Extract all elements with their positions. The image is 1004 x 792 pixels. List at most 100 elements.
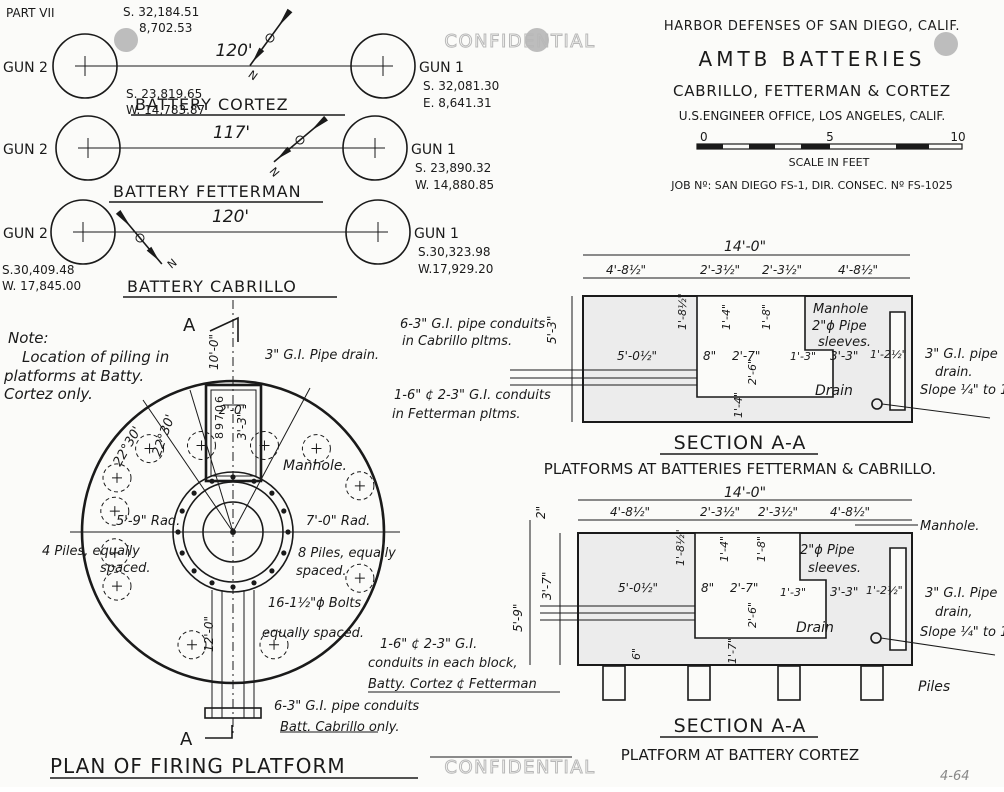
pile xyxy=(777,665,801,701)
plan-title: PLAN OF FIRING PLATFORM xyxy=(50,754,346,778)
dim-b: 8" xyxy=(703,349,716,363)
anchor-bolt xyxy=(209,580,215,586)
gun-spacing: 117' xyxy=(213,123,250,143)
scale-label: SCALE IN FEET xyxy=(789,156,870,169)
plan-note: Note: xyxy=(8,329,49,347)
north-arrow-icon: N xyxy=(246,8,293,83)
pile-location xyxy=(102,463,132,493)
graphic-scale-bar: 0 5 10 SCALE IN FEET xyxy=(696,130,966,169)
pile-location xyxy=(177,630,207,660)
pile-location xyxy=(250,431,279,460)
dim-vertical: 1'-4" xyxy=(718,536,731,562)
battery-title: BATTERY CABRILLO xyxy=(127,277,297,296)
drain-channel xyxy=(889,547,907,651)
label-manhole: Manhole xyxy=(813,302,868,317)
dim-top: 4'-8½" xyxy=(610,505,650,519)
north-label: N xyxy=(267,165,282,180)
anchor-bolt xyxy=(251,478,257,484)
confidential-watermark: CONFIDENTIAL xyxy=(444,31,595,52)
gun-1-label: GUN 1 xyxy=(414,226,459,242)
anchor-bolt xyxy=(269,490,275,496)
gun-2-coordinate: S. 32,184.51 xyxy=(123,5,199,19)
pile-location xyxy=(301,434,331,464)
label-outer-radius: 7'-0" Rad. xyxy=(306,514,370,529)
dim-top: 2'-3½" xyxy=(758,505,798,519)
label-angle: 22°30' xyxy=(110,424,145,469)
section-caption-upper: PLATFORMS AT BATTERIES FETTERMAN & CABRI… xyxy=(544,460,936,478)
label-drain: Drain xyxy=(815,383,853,399)
gun-1-coordinate: W.17,929.20 xyxy=(418,262,493,276)
north-label: N xyxy=(165,256,180,271)
dim-d: 1'-3" xyxy=(790,350,816,363)
file-stamp: 89706 xyxy=(213,394,226,439)
drawing-subtitle: CABRILLO, FETTERMAN & CORTEZ xyxy=(673,82,951,100)
pile-location xyxy=(259,630,289,660)
dim-top: 2'-3½" xyxy=(700,505,740,519)
scan-dot xyxy=(934,32,958,56)
north-arrow-icon: N xyxy=(115,210,180,271)
drain-channel xyxy=(889,311,906,411)
label-drain-pipe: 3" G.I. pipe xyxy=(925,347,998,362)
gun-spacing: 120' xyxy=(212,207,249,227)
dim-vertical: 1'-8" xyxy=(760,304,773,330)
battery-title: BATTERY CORTEZ xyxy=(135,95,289,114)
dim-f: 1'-2½" xyxy=(870,348,907,361)
defenses-heading: HARBOR DEFENSES OF SAN DIEGO, CALIF. xyxy=(664,19,960,34)
pile-center-mark xyxy=(354,573,365,584)
pile-location xyxy=(345,471,375,501)
firing-platform-plan: Note: Location of piling in platforms at… xyxy=(3,300,419,779)
dim-vertical: 1'-8½" xyxy=(676,293,689,330)
dim-vertical: 2'-6" xyxy=(746,602,759,628)
label-sleeves: sleeves. xyxy=(818,335,871,350)
anchor-bolt xyxy=(209,478,215,484)
label-piles-eight: 8 Piles, equally xyxy=(298,546,396,561)
dim-vertical: 2'-6" xyxy=(746,359,759,385)
dim-c: 2'-7" xyxy=(732,349,760,363)
gun-1-coordinate: S. 32,081.30 xyxy=(423,79,499,93)
label-bolts: equally spaced. xyxy=(262,626,364,641)
anchor-bolt xyxy=(251,580,257,586)
dim-e: 3'-3" xyxy=(830,585,858,599)
pile-center-mark xyxy=(109,506,120,517)
plan-note: platforms at Batty. xyxy=(3,367,144,385)
dim-height: 5'-3" xyxy=(545,316,559,344)
north-arrow-icon: N xyxy=(267,115,328,180)
gun-2-coordinate: S.30,409.48 xyxy=(2,263,75,277)
label-piles-eight: spaced. xyxy=(296,564,347,579)
gun-2-coordinate: S. 23,819.65 xyxy=(126,87,202,101)
pile-location xyxy=(187,431,216,460)
pile-location xyxy=(100,496,130,526)
anchor-bolt xyxy=(285,529,291,535)
anchor-bolt xyxy=(230,584,236,590)
dim-vertical: 1'-4" xyxy=(720,304,733,330)
label-piles: Piles xyxy=(918,679,950,695)
pile-location xyxy=(100,538,130,568)
confidential-watermark: CONFIDENTIAL xyxy=(444,757,595,778)
gun-2-coordinate: W. 14,783.87 xyxy=(126,103,205,117)
gun-1-coordinate: S. 23,890.32 xyxy=(415,161,491,175)
label-conduits: Batty. Cortez ¢ Fetterman xyxy=(368,677,537,692)
label-conduits-cabrillo: in Cabrillo pltms. xyxy=(402,334,512,349)
manhole-outline xyxy=(204,383,263,483)
label-dim-top: 10'-0" xyxy=(207,334,221,370)
label-conduits: 1-6" ¢ 2-3" G.I. xyxy=(380,637,477,652)
gun-2-label: GUN 2 xyxy=(3,60,48,76)
label-sleeves: 2"ϕ Pipe xyxy=(800,543,855,558)
section-mark-a-top: A xyxy=(183,315,196,336)
anchor-bolt xyxy=(191,490,197,496)
label-conduits: 6-3" G.I. pipe conduits xyxy=(274,699,419,714)
pile-location xyxy=(102,571,132,601)
anchor-bolt xyxy=(179,550,185,556)
angle-ray xyxy=(142,399,234,533)
label-sleeves: sleeves. xyxy=(808,561,861,576)
dim-top: 4'-8½" xyxy=(838,263,878,277)
dim-d: 1'-3" xyxy=(780,586,806,599)
pile-location xyxy=(345,563,375,593)
scale-tick-label: 5 xyxy=(826,130,834,144)
conduit-header xyxy=(204,707,262,719)
bolt-group xyxy=(175,474,291,590)
dim-vertical: 1'-8" xyxy=(755,536,768,562)
pile xyxy=(602,665,626,701)
